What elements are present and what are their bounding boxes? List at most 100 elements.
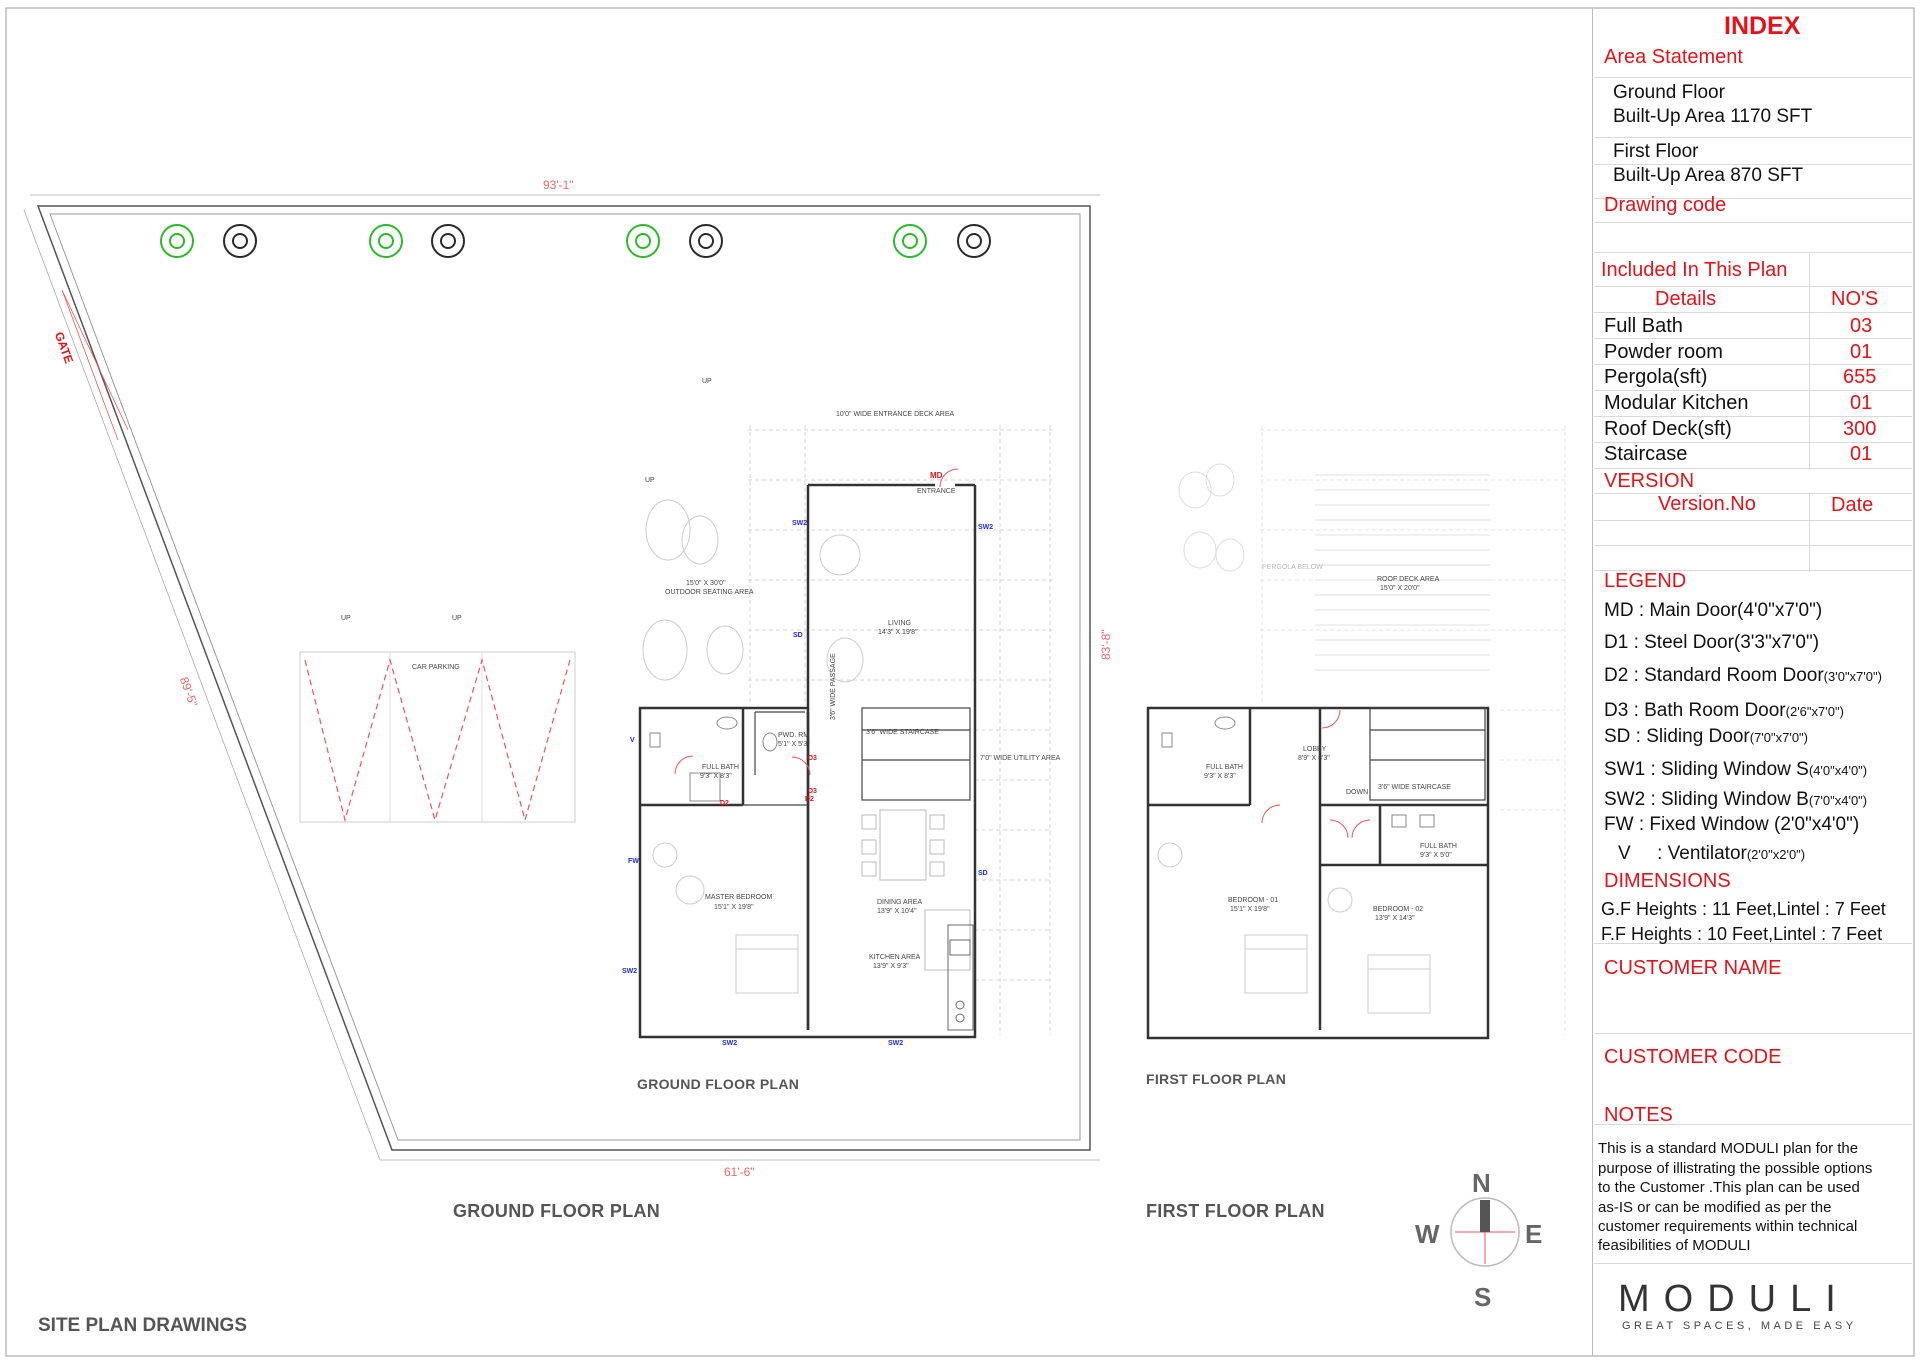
pwd-size: 5'1" X 5'3" [778, 741, 810, 748]
full-bath-size: 9'3" X 8'3" [700, 773, 732, 780]
legend-title: LEGEND [1604, 570, 1687, 592]
up-label-2: UP [645, 477, 655, 484]
bedroom-1-size: 15'1" X 19'8" [1230, 906, 1270, 913]
compass [1450, 1197, 1520, 1267]
living-size: 14'3" X 19'8" [878, 629, 918, 636]
legend-sd: SD : Sliding Door(7'0"x7'0") [1604, 726, 1809, 747]
utility-label: 7'0" WIDE UTILITY AREA [980, 755, 1061, 762]
legend-fw: FW : Fixed Window (2'0"x4'0") [1604, 814, 1860, 835]
item-powder-room: Powder room [1604, 341, 1723, 363]
ground-floor-label: Ground Floor [1613, 82, 1725, 103]
notes-line-3: to the Customer .This plan can be used [1598, 1179, 1860, 1196]
ground-floor-title: GROUND FLOOR PLAN [453, 1201, 661, 1221]
tag-sw2-c: SW2 [622, 968, 638, 975]
first-floor-title-inner: FIRST FLOOR PLAN [1146, 1071, 1287, 1087]
up-label-3: UP [341, 615, 351, 622]
bottom-dimension: 61'-6" [724, 1165, 755, 1179]
compass-n: N [1472, 1168, 1491, 1198]
master-bedroom-size: 15'1" X 19'8" [714, 904, 754, 911]
item-staircase: Staircase [1604, 443, 1688, 465]
compass-w: W [1415, 1219, 1440, 1249]
bedroom-1-label: BEDROOM - 01 [1228, 897, 1279, 904]
tag-md: MD [930, 471, 943, 480]
version-no-header: Version.No [1658, 493, 1756, 515]
tag-sw2-b: SW2 [978, 524, 994, 531]
first-floor-title: FIRST FLOOR PLAN [1146, 1201, 1325, 1221]
site-boundary [36, 205, 1091, 1151]
gate-swing-2 [61, 289, 119, 441]
pwd-label: PWD. RM [778, 732, 810, 739]
pergola-below-label: PERGOLA BELOW [1262, 564, 1323, 571]
customer-code-title: CUSTOMER CODE [1604, 1046, 1782, 1068]
outdoor-seating-size: 15'0" X 30'0" [686, 580, 726, 587]
entrance-deck-label: 10'0" WIDE ENTRANCE DECK AREA [836, 411, 955, 418]
notes-title: NOTES [1604, 1104, 1673, 1126]
item-pergola: Pergola(sft) [1604, 366, 1708, 388]
drawing-code: Drawing code [1604, 194, 1727, 216]
item-roof-deck: Roof Deck(sft) [1604, 418, 1732, 440]
compass-e: E [1525, 1219, 1543, 1249]
sheet-border [5, 7, 1915, 1357]
car-parking-area [299, 651, 576, 823]
roof-deck-label: ROOF DECK AREA [1377, 576, 1440, 583]
car-parking-label: CAR PARKING [412, 664, 460, 671]
full-bath-b-size: 9'3" X 5'0" [1420, 852, 1452, 859]
dimensions-title: DIMENSIONS [1604, 870, 1731, 892]
dining-size: 13'9" X 10'4" [877, 908, 917, 915]
first-floor-label: First Floor [1613, 141, 1699, 162]
item-roof-deck-value: 300 [1843, 418, 1877, 440]
item-modular-kitchen: Modular Kitchen [1604, 392, 1749, 414]
site-boundary-inner [49, 213, 1081, 1141]
roof-deck-size: 15'0" X 20'0" [1380, 585, 1420, 592]
top-dimension: 93'-1" [543, 178, 574, 192]
lobby-label: LOBBY [1303, 746, 1327, 753]
included-title: Included In This Plan [1601, 259, 1788, 281]
full-bath-a-size: 9'3" X 8'3" [1204, 773, 1236, 780]
ground-area: Built-Up Area 1170 SFT [1613, 106, 1813, 127]
legend-d1: D1 : Steel Door(3'3"x7'0") [1604, 632, 1820, 653]
tag-sw2-a: SW2 [792, 520, 808, 527]
gf-heights: G.F Heights : 11 Feet,Lintel : 7 Feet [1601, 899, 1886, 919]
tag-d2-b: D2 [805, 796, 814, 803]
index-panel [1592, 8, 1915, 1356]
kitchen-label: KITCHEN AREA [869, 954, 921, 961]
item-staircase-value: 01 [1850, 443, 1873, 465]
ff-staircase-label: 3'6" WIDE STAIRCASE [1378, 784, 1451, 791]
outdoor-seating-label: OUTDOOR SEATING AREA [665, 589, 754, 596]
side-dimension: 83'-8" [1099, 629, 1113, 660]
details-header: Details [1655, 288, 1717, 310]
entrance-label: ENTRANCE [917, 488, 956, 495]
notes-line-5: customer requirements within technical [1598, 1218, 1858, 1235]
lobby-size: 8'9" X 8'3" [1298, 755, 1330, 762]
ground-floor-title-inner: GROUND FLOOR PLAN [637, 1076, 800, 1092]
notes-line-2: purpose of illistrating the possible opt… [1598, 1160, 1873, 1177]
tag-v: V [630, 737, 635, 744]
up-label-4: UP [452, 615, 462, 622]
master-bedroom-label: MASTER BEDROOM [705, 894, 773, 901]
index-title: INDEX [1724, 12, 1801, 40]
tag-d2-a: D2 [720, 800, 729, 807]
legend-v: V : Ventilator(2'0"x2'0") [1618, 843, 1806, 864]
legend-sw2: SW2 : Sliding Window B(7'0"x4'0") [1604, 789, 1868, 810]
notes-line-1: This is a standard MODULI plan for the [1598, 1140, 1859, 1157]
first-area: Built-Up Area 870 SFT [1613, 165, 1804, 186]
brand-tagline: GREAT SPACES, MADE EASY [1622, 1320, 1857, 1332]
full-bath-a-label: FULL BATH [1206, 764, 1243, 771]
tag-d3-a: D3 [808, 755, 817, 762]
left-dim-line [23, 209, 381, 1161]
legend-sw1: SW1 : Sliding Window S(4'0"x4'0") [1604, 759, 1868, 780]
customer-name-title: CUSTOMER NAME [1604, 957, 1782, 979]
legend-d3: D3 : Bath Room Door(2'6"x7'0") [1604, 700, 1844, 721]
kitchen-size: 13'9" X 9'3" [873, 963, 909, 970]
up-label-1: UP [702, 378, 712, 385]
tag-sw2-d: SW2 [722, 1040, 738, 1047]
tag-sw2-e: SW2 [888, 1040, 904, 1047]
compass-s: S [1474, 1282, 1492, 1312]
nos-header: NO'S [1831, 288, 1879, 310]
living-label: LIVING [888, 620, 911, 627]
item-powder-room-value: 01 [1850, 341, 1873, 363]
tag-sd-b: SD [978, 870, 988, 877]
outdoor-furniture [642, 499, 864, 683]
